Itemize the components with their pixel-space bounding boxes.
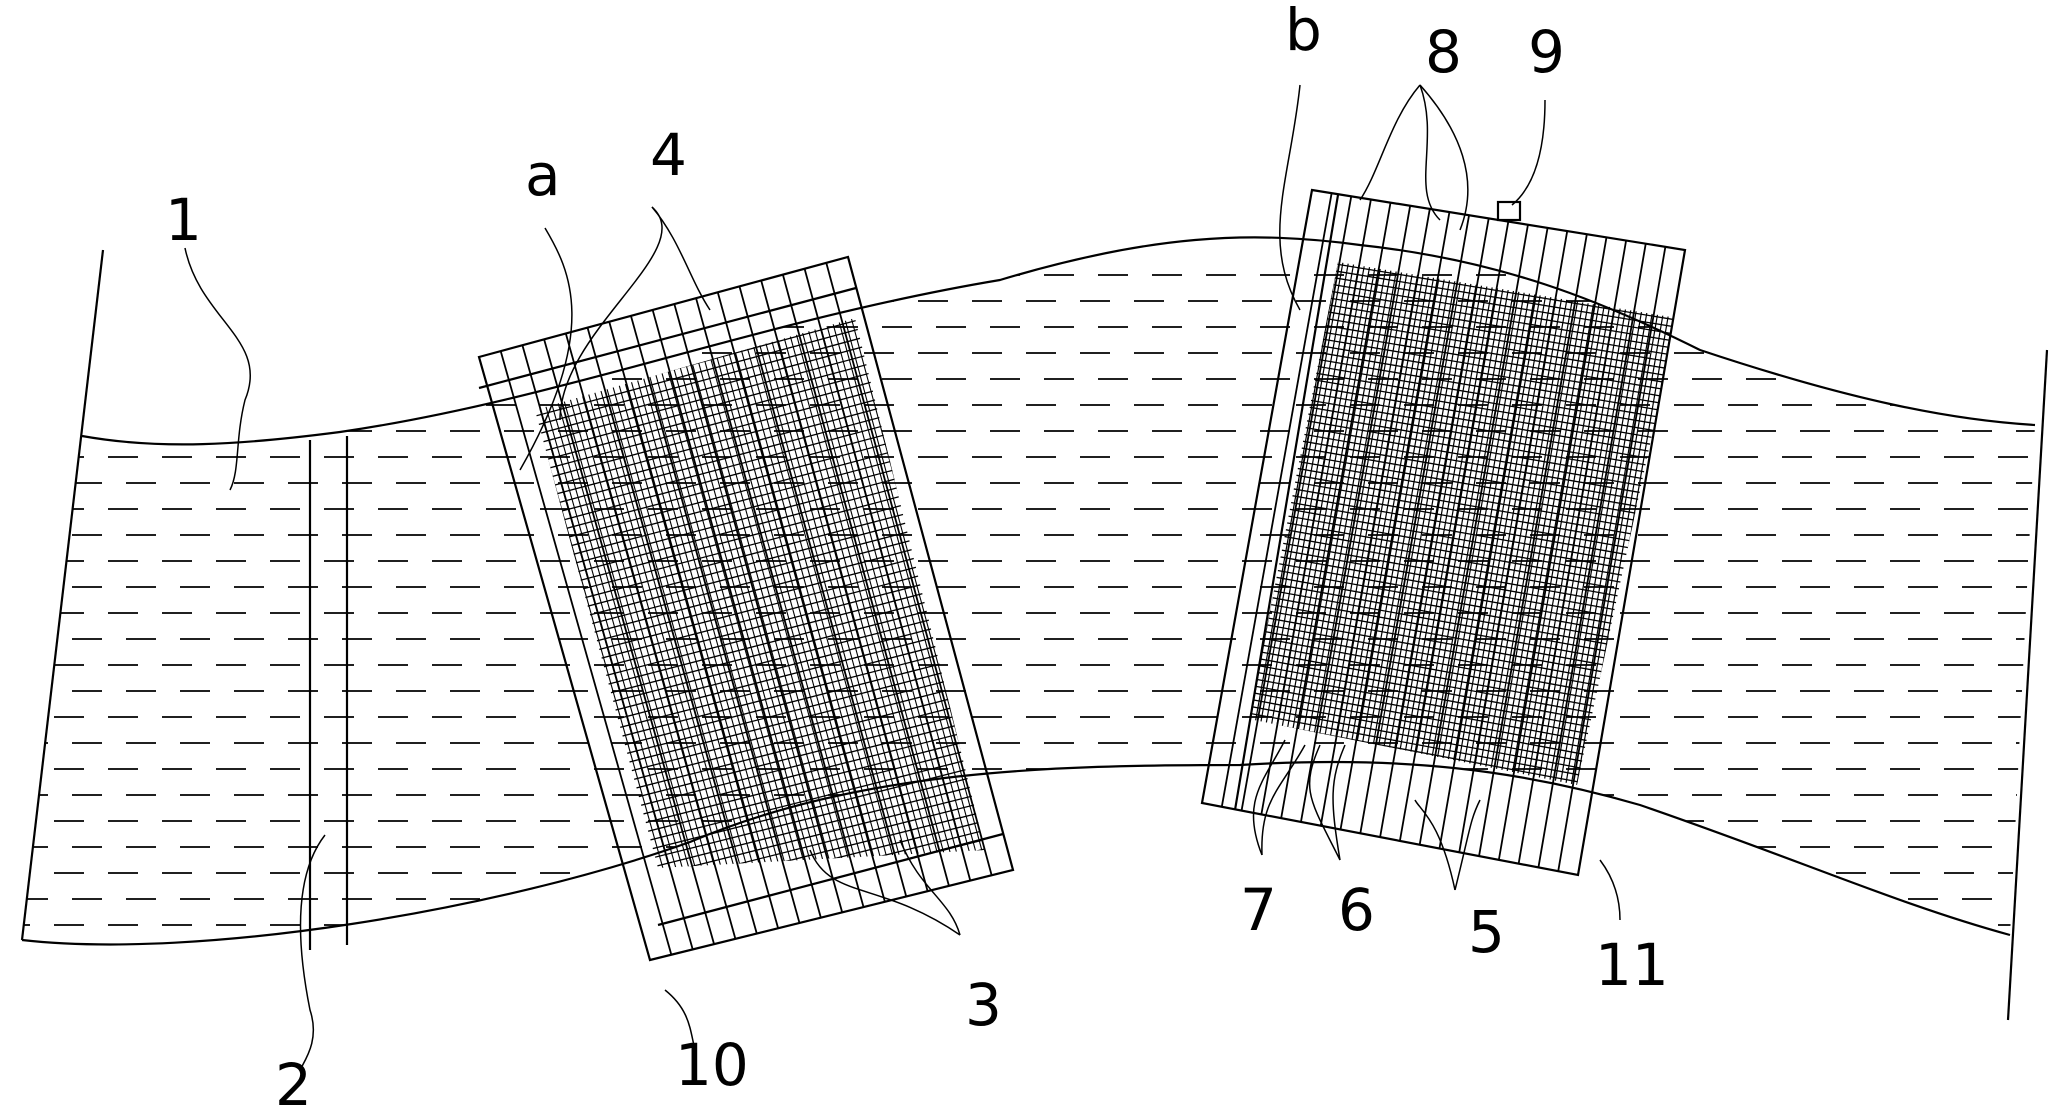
label-2: 2 — [275, 1051, 312, 1115]
label-10: 10 — [675, 1031, 749, 1099]
label-a: a — [525, 141, 561, 209]
label-b: b — [1285, 0, 1322, 64]
label-7: 7 — [1240, 876, 1277, 944]
frame-b-mesh — [1249, 262, 1677, 785]
river-banks — [20, 249, 2049, 1021]
frame-a — [477, 255, 1015, 962]
vertical-post — [308, 436, 349, 950]
label-4: 4 — [650, 121, 687, 189]
leader-lines — [184, 84, 1621, 1071]
label-3: 3 — [965, 971, 1002, 1039]
reference-labels: 1 2 3 4 5 6 7 8 9 10 11 a b — [165, 0, 1669, 1115]
sensor-box — [1496, 200, 1522, 222]
frame-b — [1200, 188, 1687, 877]
label-5: 5 — [1468, 898, 1505, 966]
frame-a-mesh — [535, 318, 985, 868]
label-6: 6 — [1338, 876, 1375, 944]
label-9: 9 — [1528, 18, 1565, 86]
label-11: 11 — [1595, 931, 1669, 999]
label-8: 8 — [1425, 18, 1462, 86]
label-1: 1 — [165, 186, 202, 254]
